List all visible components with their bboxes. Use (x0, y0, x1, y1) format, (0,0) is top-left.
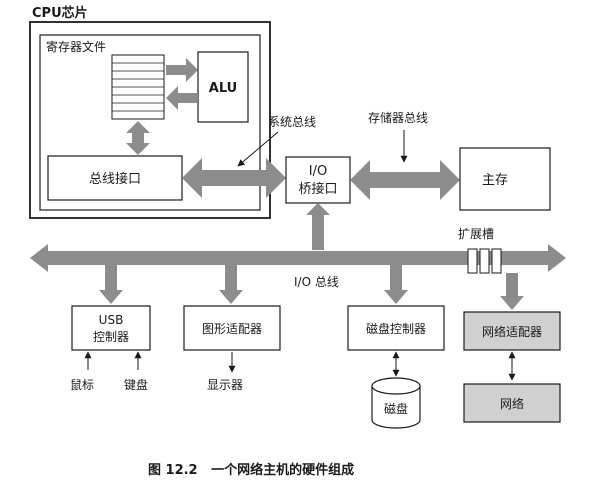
reg-to-bus-interface-arrow (126, 121, 150, 155)
network-label: 网络 (500, 396, 524, 411)
mouse-label: 鼠标 (70, 378, 94, 392)
main-memory-box (459, 147, 551, 211)
disk-controller-box (347, 305, 445, 351)
alu-label: ALU (209, 81, 237, 96)
io-bus-to-usb-arrow (99, 265, 123, 304)
usb-controller-label-line1: USB (99, 313, 124, 327)
cpu-chip-box (29, 21, 271, 219)
disk-label: 磁盘 (384, 401, 408, 416)
io-bus-to-disk-controller-arrow (384, 265, 408, 304)
network-adapter-label: 网络适配器 (482, 324, 542, 339)
io-bus-label: I/O 总线 (294, 275, 339, 289)
memory-bus-label: 存储器总线 (368, 110, 428, 125)
io-bus-to-network-adapter-arrow (500, 273, 524, 310)
graphics-adapter-box (183, 305, 281, 351)
bridge-to-io-bus-arrow (306, 203, 330, 250)
main-memory-label: 主存 (482, 173, 508, 188)
network-box (463, 383, 561, 423)
io-bus-to-graphics-arrow (219, 265, 243, 304)
io-bridge-label-line1: I/O (309, 164, 327, 179)
io-bus (30, 244, 566, 272)
memory-bus (350, 160, 460, 200)
system-bus-pointer (237, 131, 279, 167)
register-file-label: 寄存器文件 (46, 39, 106, 54)
display-label: 显示器 (207, 378, 243, 392)
bus-interface-label: 总线接口 (89, 171, 141, 187)
reg-to-alu-arrow (166, 58, 198, 82)
io-bridge-label-line2: 桥接口 (298, 181, 337, 197)
system-bus-label: 系统总线 (268, 115, 316, 129)
system-bus (182, 158, 286, 198)
disk-controller-label: 磁盘控制器 (366, 321, 426, 336)
disk-cylinder (371, 377, 421, 429)
usb-controller-label-line2: 控制器 (93, 330, 129, 344)
figure-caption: 图 12.2 一个网络主机的硬件组成 (148, 462, 354, 478)
usb-controller-box (71, 305, 151, 351)
expansion-slots-label: 扩展槽 (458, 227, 494, 241)
graphics-adapter-label: 图形适配器 (202, 322, 262, 336)
network-adapter-box (463, 311, 561, 351)
keyboard-label: 键盘 (124, 377, 148, 392)
io-bridge-box (285, 156, 351, 204)
register-stack (111, 54, 165, 120)
expansion-slots (467, 248, 502, 274)
alu-to-reg-arrow (166, 86, 198, 110)
register-file-box (39, 34, 261, 211)
cpu-chip-label: CPU芯片 (32, 5, 88, 21)
alu-box (197, 51, 249, 123)
